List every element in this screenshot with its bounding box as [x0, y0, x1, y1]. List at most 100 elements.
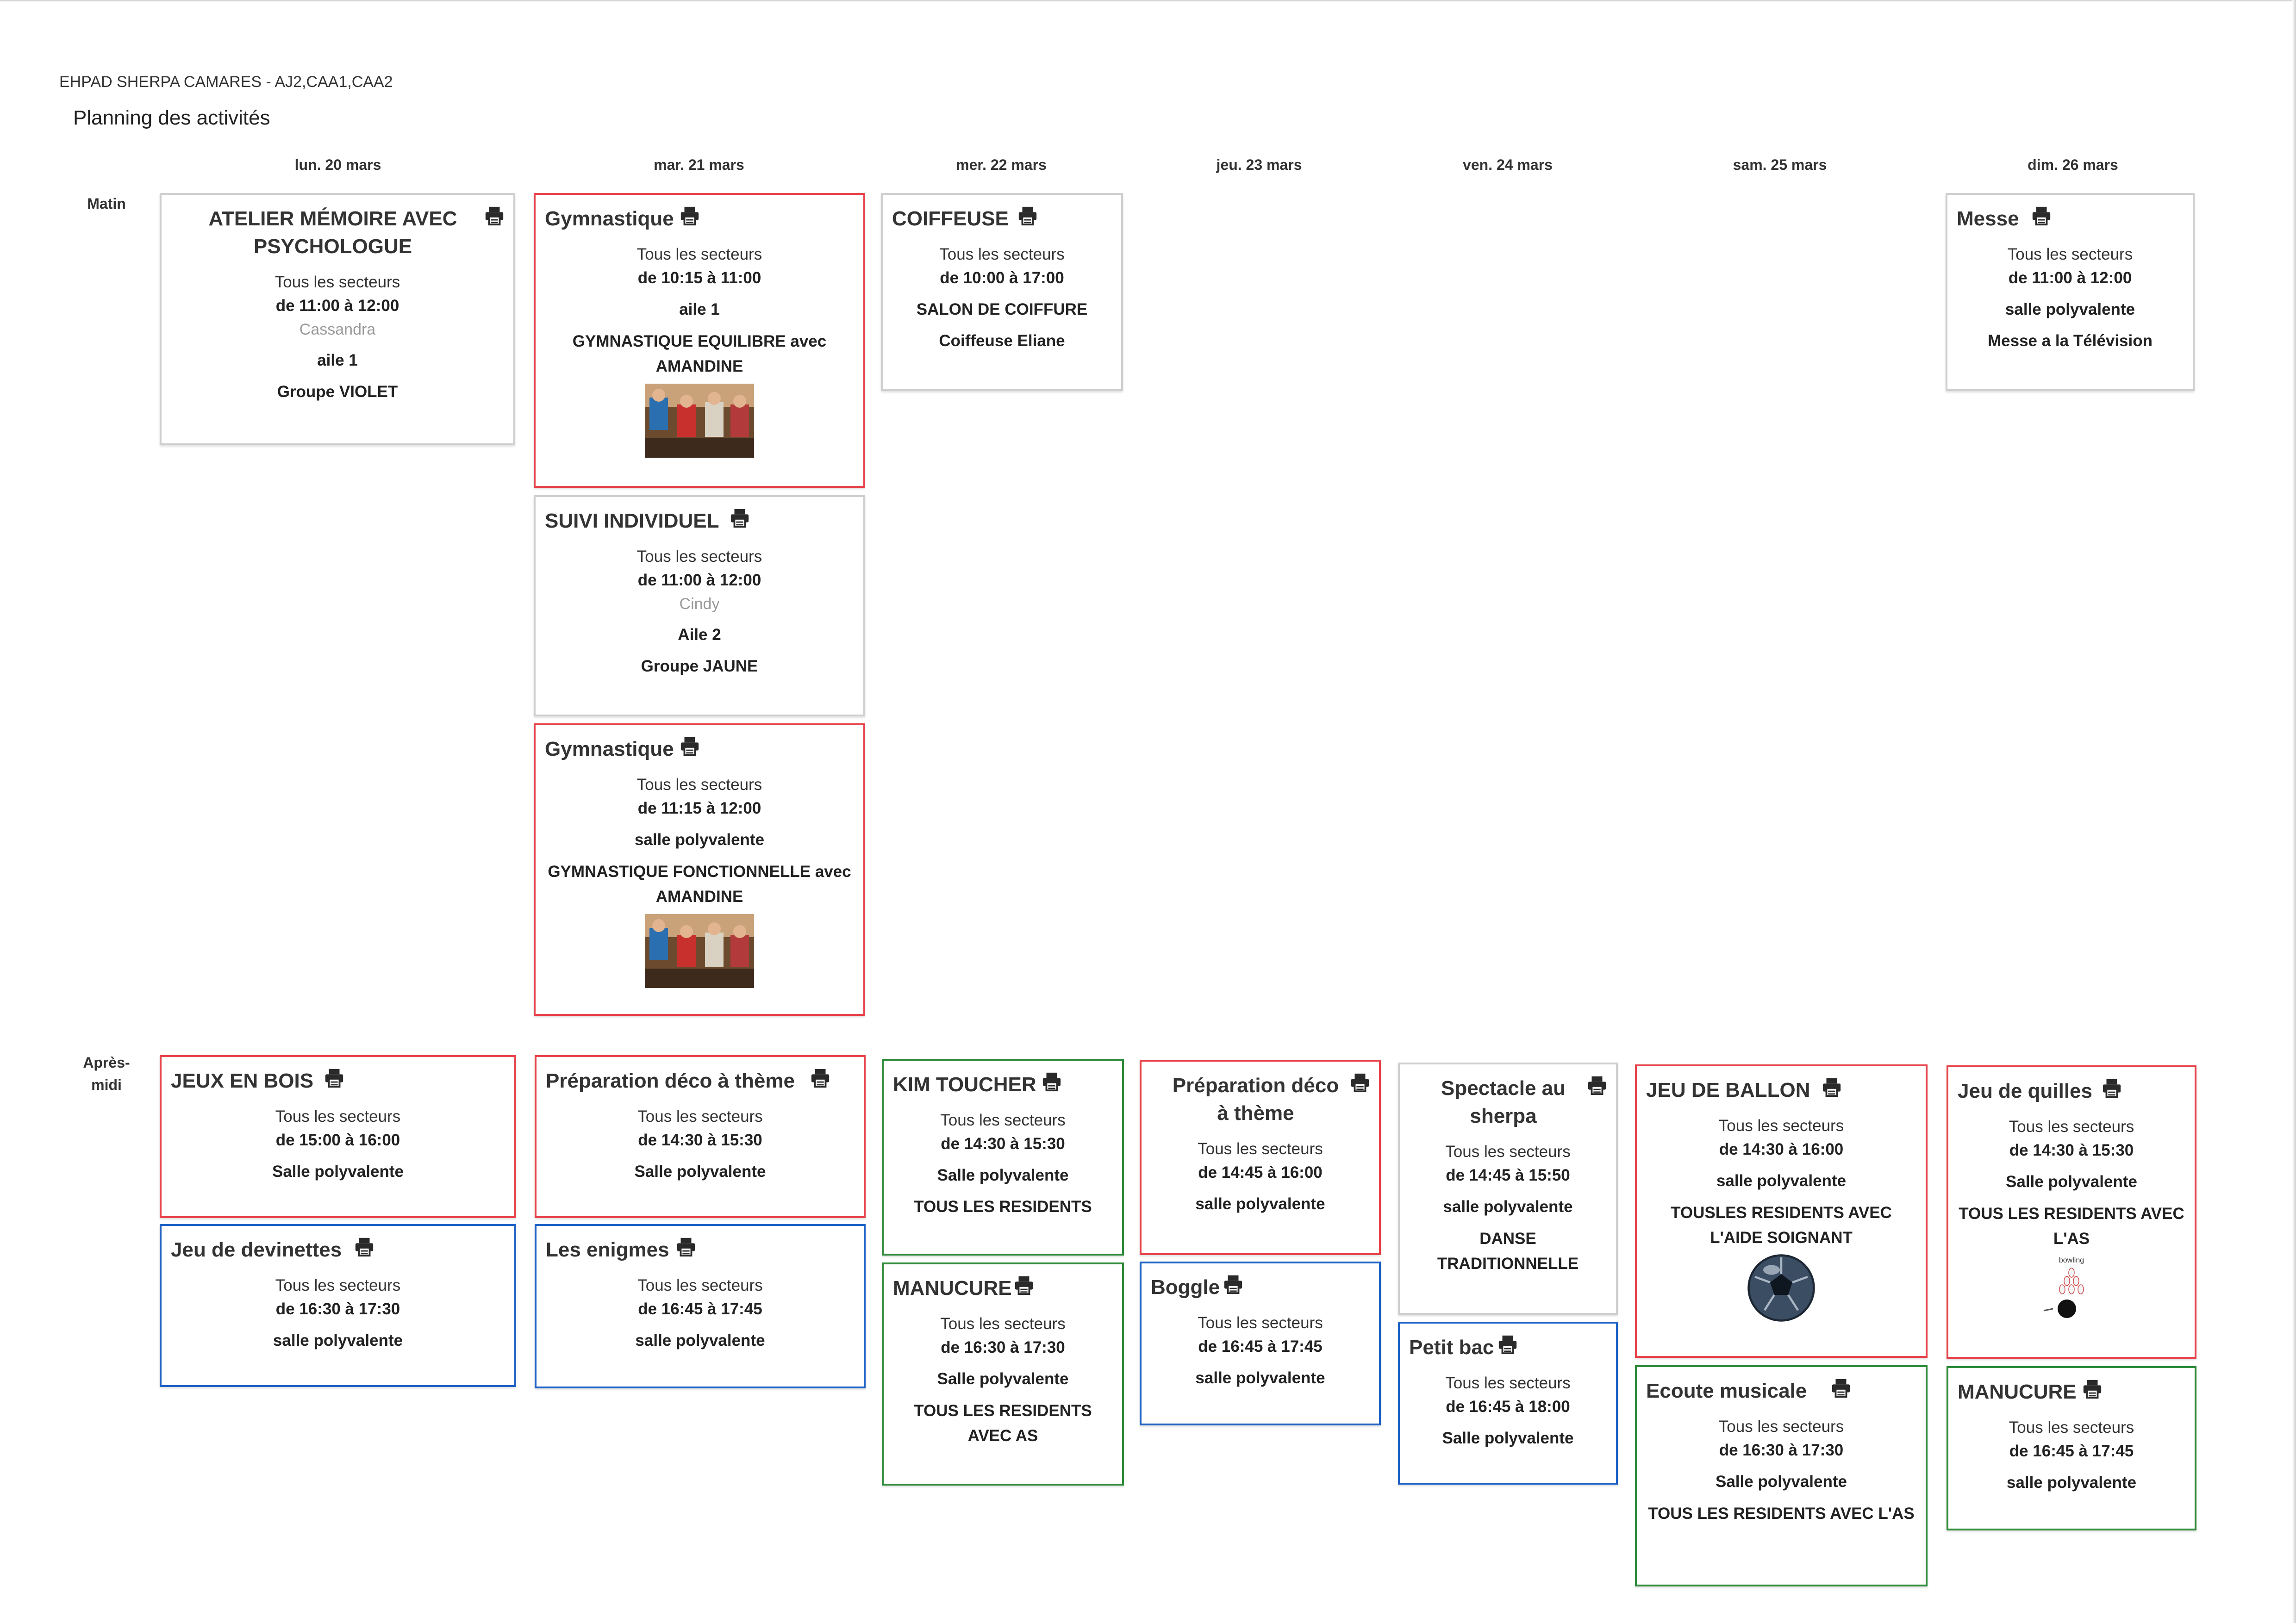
activity-card-jeu-de-quilles[interactable]: Jeu de quilles Tous les secteurs de 14:3…	[1947, 1065, 2196, 1359]
printer-icon[interactable]	[1223, 1274, 1244, 1295]
activity-time: de 14:45 à 16:00	[1198, 1163, 1323, 1181]
printer-icon[interactable]	[1013, 1275, 1035, 1296]
activity-card-jeu-de-ballon[interactable]: JEU DE BALLON Tous les secteurs de 14:30…	[1635, 1064, 1928, 1358]
activity-description: TOUS LES RESIDENTS	[914, 1198, 1092, 1216]
printer-icon[interactable]	[1349, 1072, 1371, 1093]
activity-place: aile 1	[679, 300, 720, 318]
printer-icon[interactable]	[2082, 1378, 2103, 1399]
activity-sectors: Tous les secteurs	[940, 1111, 1066, 1129]
page-title: Planning des activités	[73, 106, 270, 129]
page-top-border	[0, 0, 2296, 1]
gymnastics-photo	[645, 384, 754, 458]
organization-name: EHPAD SHERPA CAMARES - AJ2,CAA1,CAA2	[59, 73, 393, 91]
activity-card-spectacle-au-sherpa[interactable]: Spectacle au sherpa Tous les secteurs de…	[1398, 1063, 1618, 1315]
activity-title: Préparation déco à thème	[1172, 1074, 1339, 1125]
activity-description: Coiffeuse Eliane	[939, 332, 1065, 350]
activity-card-jeu-de-devinettes[interactable]: Jeu de devinettes Tous les secteurs de 1…	[160, 1224, 516, 1387]
printer-icon[interactable]	[729, 507, 750, 529]
activity-title: Jeu de devinettes	[171, 1238, 342, 1261]
activity-animator: Cindy	[679, 595, 720, 613]
activity-card-ecoute-musicale[interactable]: Ecoute musicale Tous les secteurs de 16:…	[1635, 1365, 1928, 1586]
activity-sectors: Tous les secteurs	[275, 273, 400, 291]
activity-card-preparation-deco-tue[interactable]: Préparation déco à thème Tous les secteu…	[535, 1055, 866, 1218]
activity-sectors: Tous les secteurs	[275, 1107, 401, 1126]
activity-card-boggle[interactable]: Boggle Tous les secteurs de 16:45 à 17:4…	[1140, 1262, 1381, 1425]
activity-description: TOUS LES RESIDENTS AVEC L'AS	[1648, 1505, 1915, 1523]
activity-description: DANSE TRADITIONNELLE	[1437, 1230, 1579, 1273]
activity-time: de 15:00 à 16:00	[275, 1131, 400, 1149]
activity-card-atelier-memoire[interactable]: ATELIER MÉMOIRE AVEC PSYCHOLOGUE Tous le…	[160, 193, 515, 445]
activity-sectors: Tous les secteurs	[636, 547, 762, 566]
activity-card-les-enigmes[interactable]: Les enigmes Tous les secteurs de 16:45 à…	[535, 1224, 866, 1388]
activity-card-preparation-deco-thu[interactable]: Préparation déco à thème Tous les secteu…	[1140, 1060, 1381, 1255]
printer-icon[interactable]	[2031, 205, 2052, 226]
activity-title: Messe	[1957, 207, 2019, 230]
activity-title: Gymnastique	[545, 207, 674, 230]
printer-icon[interactable]	[324, 1067, 345, 1088]
activity-time: de 10:00 à 17:00	[940, 269, 1064, 287]
activity-card-messe[interactable]: Messe Tous les secteurs de 11:00 à 12:00…	[1946, 193, 2195, 391]
printer-icon[interactable]	[675, 1236, 697, 1257]
day-header-tue: mar. 21 mars	[654, 156, 744, 173]
printer-icon[interactable]	[679, 735, 700, 757]
activity-sectors: Tous les secteurs	[275, 1276, 401, 1294]
activity-time: de 16:30 à 17:30	[275, 1300, 400, 1318]
activity-place: salle polyvalente	[2006, 1474, 2137, 1492]
activity-card-manucure-wed[interactable]: MANUCURE Tous les secteurs de 16:30 à 17…	[882, 1262, 1124, 1486]
printer-icon[interactable]	[1586, 1075, 1608, 1096]
activity-place: SALON DE COIFFURE	[916, 300, 1088, 318]
activity-title: Boggle	[1151, 1276, 1220, 1299]
activity-description: Groupe JAUNE	[641, 657, 758, 675]
activity-time: de 11:00 à 12:00	[637, 571, 761, 589]
printer-icon[interactable]	[810, 1067, 831, 1088]
period-afternoon: Après- midi	[83, 1054, 130, 1093]
activity-sectors: Tous les secteurs	[939, 245, 1065, 263]
activity-time: de 14:30 à 16:00	[1719, 1140, 1844, 1158]
activity-card-gymnastique-equilibre[interactable]: Gymnastique Tous les secteurs de 10:15 à…	[534, 193, 865, 488]
activity-time: de 14:45 à 15:50	[1446, 1166, 1570, 1184]
activity-time: de 14:30 à 15:30	[638, 1131, 762, 1149]
activity-title: Spectacle au sherpa	[1441, 1077, 1566, 1127]
activity-card-kim-toucher[interactable]: KIM TOUCHER Tous les secteurs de 14:30 à…	[882, 1059, 1124, 1256]
printer-icon[interactable]	[679, 205, 700, 226]
activity-time: de 14:30 à 15:30	[2009, 1141, 2134, 1159]
printer-icon[interactable]	[1497, 1334, 1518, 1355]
activity-card-gymnastique-fonctionnelle[interactable]: Gymnastique Tous les secteurs de 11:15 à…	[534, 723, 865, 1016]
activity-title: Préparation déco à thème	[546, 1070, 795, 1092]
activity-title: Les enigmes	[546, 1238, 669, 1261]
printer-icon[interactable]	[354, 1236, 375, 1257]
activity-card-petit-bac[interactable]: Petit bac Tous les secteurs de 16:45 à 1…	[1398, 1322, 1618, 1485]
activity-place: salle polyvalente	[635, 1331, 765, 1349]
day-header-thu: jeu. 23 mars	[1216, 156, 1302, 173]
printer-icon[interactable]	[1830, 1377, 1852, 1399]
activity-sectors: Tous les secteurs	[636, 245, 762, 263]
activity-description: Groupe VIOLET	[277, 383, 398, 401]
activity-time: de 16:45 à 18:00	[1446, 1398, 1570, 1416]
activity-sectors: Tous les secteurs	[940, 1315, 1066, 1333]
activity-place: Salle polyvalente	[1715, 1473, 1847, 1491]
activity-title: MANUCURE	[1958, 1380, 2077, 1403]
activity-title: KIM TOUCHER	[893, 1073, 1036, 1096]
activity-place: Aile 2	[678, 626, 721, 644]
printer-icon[interactable]	[2101, 1077, 2122, 1099]
activity-description: GYMNASTIQUE EQUILIBRE avec AMANDINE	[572, 332, 827, 375]
activity-title: MANUCURE	[893, 1277, 1012, 1300]
activity-card-coiffeuse[interactable]: COIFFEUSE Tous les secteurs de 10:00 à 1…	[881, 193, 1123, 391]
activity-sectors: Tous les secteurs	[1718, 1117, 1844, 1135]
activity-place: salle polyvalente	[1716, 1172, 1847, 1190]
printer-icon[interactable]	[1017, 205, 1038, 226]
activity-sectors: Tous les secteurs	[2009, 1118, 2134, 1136]
activity-sectors: Tous les secteurs	[1198, 1314, 1323, 1332]
activity-place: Salle polyvalente	[937, 1370, 1069, 1388]
printer-icon[interactable]	[484, 205, 505, 226]
activity-card-manucure-sun[interactable]: MANUCURE Tous les secteurs de 16:45 à 17…	[1947, 1366, 2196, 1530]
printer-icon[interactable]	[1821, 1076, 1842, 1098]
activity-card-jeux-en-bois[interactable]: JEUX EN BOIS Tous les secteurs de 15:00 …	[160, 1055, 516, 1218]
activity-time: de 10:15 à 11:00	[637, 269, 761, 287]
activity-time: de 11:15 à 12:00	[637, 799, 761, 817]
printer-icon[interactable]	[1041, 1071, 1062, 1092]
activity-sectors: Tous les secteurs	[1198, 1140, 1323, 1158]
activity-card-suivi-individuel[interactable]: SUIVI INDIVIDUEL Tous les secteurs de 11…	[534, 495, 865, 716]
activity-time: de 16:45 à 17:45	[638, 1300, 762, 1318]
day-header-fri: ven. 24 mars	[1463, 156, 1553, 173]
